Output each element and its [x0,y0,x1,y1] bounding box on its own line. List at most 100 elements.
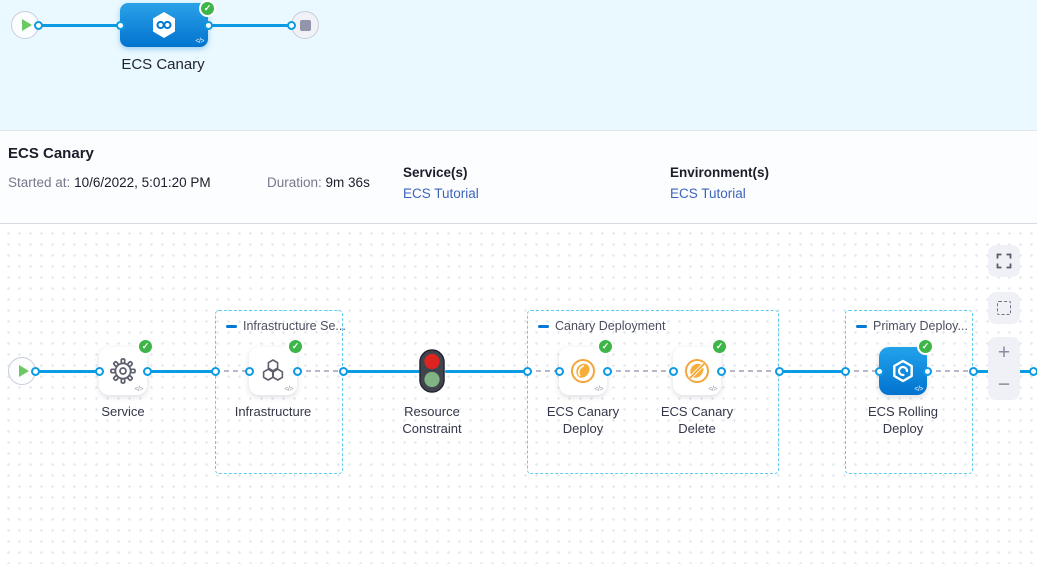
edge-connector [30,366,40,376]
edge-connector [968,366,978,376]
zoom-controls: + − [988,337,1020,400]
edge-connector [203,20,213,30]
edge-line [35,369,99,373]
edge-connector [840,366,850,376]
edge-connector [522,366,532,376]
play-icon [18,365,29,377]
step-node-resource-constraint[interactable] [419,349,445,398]
success-check-icon: ✓ [137,338,154,355]
success-check-icon: ✓ [711,338,728,355]
edge-connector [874,366,884,376]
code-icon: </> [134,386,143,393]
duration: Duration: 9m 36s [267,175,370,190]
group-title: Primary Deploy... [873,319,968,333]
edge-line-dashed [721,370,779,372]
code-icon: </> [284,386,293,393]
zoom-in-button[interactable]: + [988,337,1020,369]
step-label: Infrastructure [234,404,312,419]
group-title: Canary Deployment [555,319,666,333]
edge-connector [716,366,726,376]
step-label: Service [101,404,145,419]
duration-label: Duration: [267,175,322,190]
step-node-ecs-rolling-deploy[interactable]: </> [879,347,927,395]
step-label: ECS Canary Delete [660,404,734,436]
stage-graph-canvas[interactable]: Infrastructure Se... Canary Deployment P… [0,224,1037,564]
edge-line-dashed [927,370,973,372]
edge-line [208,23,292,27]
edge-line-dashed [845,370,879,372]
success-check-icon: ✓ [287,338,304,355]
step-node-ecs-canary-delete[interactable]: </> [673,347,721,395]
edge-connector [774,366,784,376]
fullscreen-button[interactable] [988,245,1020,277]
edge-line-dashed [297,370,343,372]
step-label: ECS Rolling Deploy [867,404,939,436]
edge-connector [244,366,254,376]
environments-label: Environment(s) [670,165,770,180]
edge-connector [602,366,612,376]
zoom-out-button[interactable]: − [988,369,1020,401]
services-link[interactable]: ECS Tutorial [403,186,479,201]
pipeline-node-label: ECS Canary [121,56,205,73]
step-label: Resource Constraint [402,404,462,436]
success-check-icon: ✓ [199,0,216,17]
edge-connector [338,366,348,376]
environments-link[interactable]: ECS Tutorial [670,186,746,201]
environments-block: Environment(s) ECS Tutorial [670,165,769,201]
step-node-service[interactable]: </> [99,347,147,395]
success-check-icon: ✓ [597,338,614,355]
edge-line-dashed [527,370,559,372]
edge-connector [922,366,932,376]
code-icon: </> [708,386,717,393]
edge-connector [1029,366,1037,376]
collapse-icon[interactable] [856,324,867,328]
group-title: Infrastructure Se... [243,319,346,333]
edge-connector [668,366,678,376]
fullscreen-icon [996,253,1012,269]
collapse-icon[interactable] [538,324,549,328]
canary-icon [571,359,595,383]
pipeline-hexagon-icon [153,12,175,38]
code-icon: </> [914,386,923,393]
edge-line [39,23,121,27]
pipeline-graph-banner: </> ✓ ECS Canary [0,0,1037,131]
edge-connector [554,366,564,376]
edge-connector [94,366,104,376]
collapse-icon[interactable] [226,324,237,328]
edge-connector [210,366,220,376]
ecs-icon [893,359,913,383]
edge-connector [115,20,125,30]
pipeline-end-node[interactable] [291,11,319,39]
edge-line [779,369,845,373]
play-icon [21,19,32,31]
step-label: ECS Canary Deploy [546,404,620,436]
edge-line [445,369,527,373]
duration-value: 9m 36s [325,175,370,190]
selection-mode-button[interactable] [988,292,1020,324]
edge-line [147,369,215,373]
code-icon: </> [195,38,204,45]
pipeline-node-ecs-canary[interactable]: </> [120,3,208,47]
group-infrastructure-section[interactable]: Infrastructure Se... [215,310,346,474]
edge-connector [286,20,296,30]
group-primary-deployment[interactable]: Primary Deploy... [845,310,973,474]
execution-summary-bar: ECS Canary Started at: 10/6/2022, 5:01:2… [0,131,1037,341]
edge-connector [142,366,152,376]
services-block: Service(s) ECS Tutorial [403,165,479,201]
services-label: Service(s) [403,165,468,180]
started-at-value: 10/6/2022, 5:01:20 PM [74,175,211,190]
step-node-ecs-canary-deploy[interactable]: </> [559,347,607,395]
group-canary-deployment[interactable]: Canary Deployment [527,310,779,474]
code-icon: </> [594,386,603,393]
execution-title: ECS Canary [8,145,94,162]
edge-line-dashed [607,370,673,372]
marquee-select-icon [997,301,1011,315]
stop-icon [299,19,311,31]
edge-line-dashed [215,370,249,372]
step-node-infrastructure[interactable]: </> [249,347,297,395]
success-check-icon: ✓ [917,338,934,355]
started-at: Started at: 10/6/2022, 5:01:20 PM [8,175,211,190]
canary-delete-icon [685,359,709,383]
gear-icon [110,358,136,384]
